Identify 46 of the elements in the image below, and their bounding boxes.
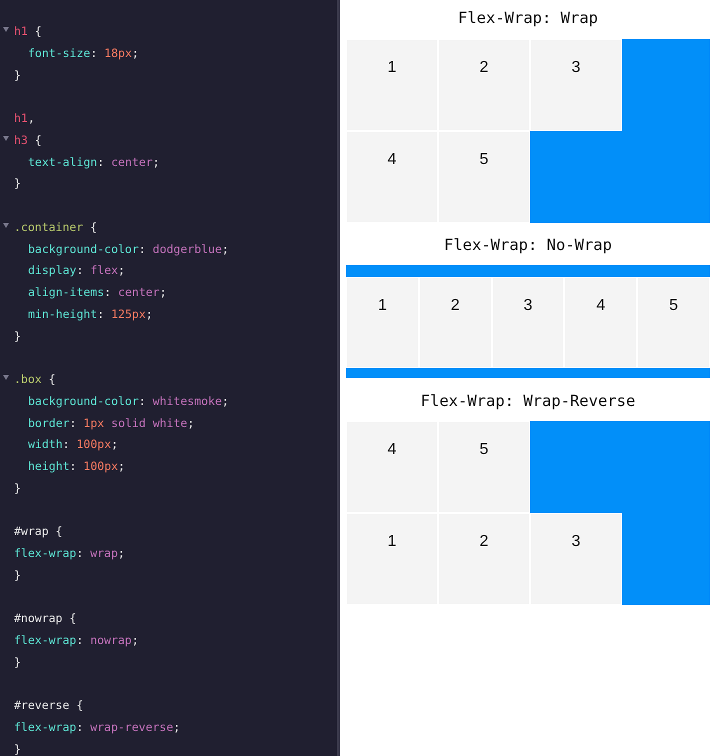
flex-item: 1 — [346, 277, 419, 368]
code-line: min-height: 125px; — [28, 306, 153, 322]
code-line: } — [14, 480, 21, 496]
code-line: #nowrap { — [14, 610, 76, 626]
code-line: .container { — [14, 218, 98, 235]
code-line: h3 { — [14, 132, 42, 148]
code-line: border: 1px solid white; — [28, 414, 194, 430]
flex-item: 4 — [346, 131, 438, 223]
code-line: width: 100px; — [28, 436, 118, 452]
flex-item: 4 — [346, 421, 438, 513]
code-line: } — [14, 566, 21, 583]
flex-item: 2 — [438, 513, 530, 605]
code-line: text-align: center; — [28, 154, 160, 170]
flex-item: 1 — [346, 513, 438, 605]
code-line: flex-wrap: nowrap; — [14, 632, 139, 648]
code-line: } — [14, 175, 21, 192]
flex-item: 2 — [438, 39, 530, 131]
flex-item: 3 — [492, 277, 564, 368]
code-line: } — [14, 740, 21, 756]
section-heading: Flex-Wrap: Wrap-Reverse — [420, 391, 636, 411]
flex-item: 4 — [564, 277, 638, 368]
code-line: background-color: dodgerblue; — [28, 240, 229, 256]
flex-item: 1 — [346, 39, 438, 131]
code-line: display: flex; — [28, 262, 125, 278]
code-line: h1, — [14, 110, 35, 126]
code-line: height: 100px; — [28, 458, 125, 474]
code-line: } — [14, 328, 21, 344]
code-line: flex-wrap: wrap; — [14, 545, 125, 561]
flex-item: 3 — [530, 39, 622, 131]
code-line: } — [14, 66, 21, 82]
code-line: align-items: center; — [28, 284, 167, 300]
code-line: background-color: whitesmoke; — [28, 392, 229, 409]
code-line: } — [14, 654, 21, 670]
code-line: h1 { — [14, 23, 42, 39]
flex-item: 3 — [530, 513, 622, 605]
code-line: .box { — [14, 371, 56, 387]
flex-item: 5 — [438, 421, 530, 513]
flex-item: 5 — [438, 131, 530, 223]
code-line: #reverse { — [14, 697, 84, 714]
section-heading: Flex-Wrap: Wrap — [457, 8, 599, 28]
flex-item: 2 — [418, 277, 492, 368]
code-line: #wrap { — [14, 523, 62, 540]
flex-item: 5 — [637, 277, 710, 368]
code-line: font-size: 18px; — [28, 44, 139, 61]
section-heading: Flex-Wrap: No-Wrap — [443, 235, 613, 255]
code-line: flex-wrap: wrap-reverse; — [14, 719, 180, 735]
